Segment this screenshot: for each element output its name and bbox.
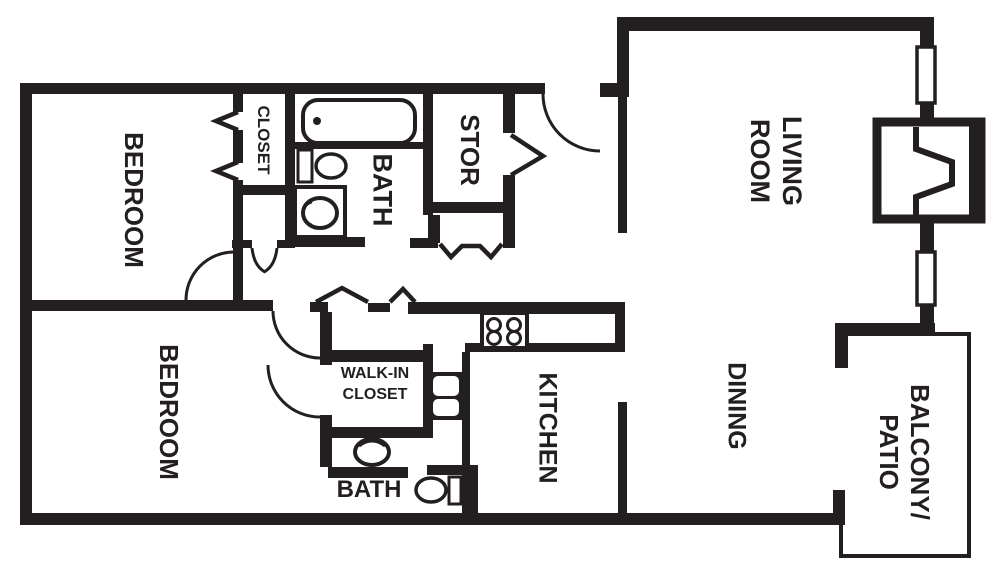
room-label-bedroom-1: BEDROOM [119,132,150,268]
walkin-bifold-icon [314,285,370,304]
wall-livingroom-left-thin [618,97,627,233]
windows [915,45,937,307]
wall-dining-southeast [835,323,935,336]
wall-top-left-section [20,83,545,94]
bifold-doors [210,109,548,304]
wall-kitchen-north [408,302,625,314]
tub-drain [313,117,321,125]
room-label-kitchen: KITCHEN [533,372,562,484]
wall-bath2-mid-a [328,467,408,478]
wall-stor-bottom [423,202,515,213]
stove-icon [480,311,529,350]
room-label-storage: STOR [455,114,486,186]
wall-hallcloset-left [428,215,440,243]
room-label-balcony-patio: BALCONY/ PATIO [874,384,935,520]
wall-bath2-corner [462,465,478,525]
room-label-walk-in-closet: WALK-IN CLOSET [340,365,410,403]
room-label-dining: DINING [722,362,751,450]
closet1-bifold-icon [210,109,239,133]
wall-right-1 [920,17,934,47]
wall-left-exterior [20,83,32,525]
hall-double-door-right-arc [263,247,279,274]
wall-walkin-right [423,344,433,438]
walkin-bifold-icon [388,285,417,304]
wall-bifold-stub-mid [368,303,390,312]
wall-bedroom1-door-leaf [233,245,243,303]
wall-kitchen-dining-divider [618,402,627,513]
room-label-bath-2: BATH [336,476,402,504]
room-label-living-room: LIVING ROOM [745,115,807,207]
wall-laundry-right [462,352,470,465]
wall-closet1-b [233,130,243,163]
closet1-bifold-icon [210,159,239,183]
hallcloset-bifold-icon [438,242,504,261]
wall-walkin-south [328,427,432,438]
door-arcs [184,93,601,419]
wall-hallcloset-cap [410,238,438,248]
walkin-door-arc [266,364,321,419]
toilet-icon [296,148,348,184]
wall-bath1-south [293,237,365,247]
wall-walkin-left-lower [320,415,332,467]
walls [20,17,935,525]
window-icon [915,250,937,307]
wall-balcony-jamb-top [835,323,848,368]
wall-right-3 [920,223,934,252]
pedestal-sink-icon [353,437,391,467]
wall-walkin-north [320,350,432,362]
fireplace-icon [872,110,986,224]
room-label-bedroom-2: BEDROOM [154,344,185,480]
wall-livingroom-left-upper [617,17,629,97]
room-label-bath-1: BATH [367,153,398,227]
window-icon [915,45,937,105]
wall-closet-bath-divider [285,94,295,247]
wall-balcony-jamb-bottom [833,490,845,515]
wall-kitchen-counter-cap [615,314,625,352]
wall-bath2-mid-b [427,465,470,475]
wall-bedrooms-divider [30,300,273,311]
bathtub-icon [301,98,417,145]
firebox [913,127,955,215]
toilet-icon [414,475,463,506]
wall-bifold-stub-left [310,302,328,312]
room-label-closet-1: CLOSET [254,105,274,175]
entry-door-arc [541,93,601,153]
wall-closet1-bottom [238,185,295,195]
washer-dryer-icon [429,372,463,420]
vanity-sink-icon [293,185,347,239]
bedroom2-door-arc [271,310,321,360]
bedroom1-door-arc [184,250,235,301]
hall-double-door-left-arc [250,247,266,274]
wall-top-living-room [617,17,933,31]
wall-closet1-a [233,94,243,112]
wall-stor-right-upper [503,94,515,133]
balcony-railing [839,332,971,558]
storage-bifold-icon [509,133,548,177]
wall-closet1-c [233,180,243,247]
wall-kitchen-counter [465,343,615,352]
wall-bath-stor-divider [423,94,433,215]
wall-tub-deck [295,142,423,149]
wall-bottom-exterior [20,513,845,525]
